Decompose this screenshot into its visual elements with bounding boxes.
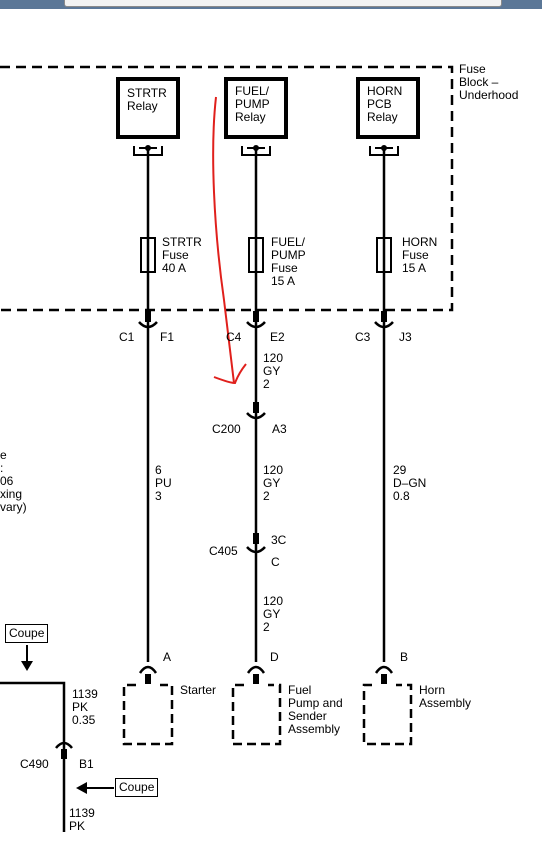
connector-c1-f1 — [138, 311, 158, 329]
connector-c405-symbol — [246, 533, 266, 554]
wire-label-fuel-3: 120 GY 2 — [263, 594, 284, 634]
device-box-horn — [362, 683, 413, 746]
connector-a3-label: A3 — [272, 422, 287, 436]
browser-toolbar — [0, 0, 542, 9]
connector-c405-pin-3c: 3C — [271, 533, 287, 547]
relay-fuel-pump: FUEL/ PUMP Relay — [224, 77, 288, 139]
pin-starter-a — [138, 665, 158, 684]
coupe-tag-1: Coupe — [5, 624, 49, 643]
device-starter-label: Starter — [180, 683, 217, 697]
connector-c200-label: C200 — [212, 422, 241, 436]
wire-label-horn: 29 D–GN 0.8 — [393, 463, 427, 503]
fuse-strtr-label: STRTR Fuse 40 A — [162, 235, 202, 275]
wire-label-fuel-2: 120 GY 2 — [263, 463, 284, 503]
wire-left-1139 — [0, 681, 66, 832]
connector-f1-label: F1 — [160, 330, 175, 344]
connector-c4-e2 — [246, 311, 266, 329]
device-fuel-pump-label: Fuel Pump and Sender Assembly — [288, 683, 343, 736]
device-starter-pin: A — [163, 650, 172, 664]
connector-c3-label: C3 — [355, 330, 371, 344]
device-horn-label: Horn Assembly — [419, 683, 472, 710]
left-partial-text: e : 06 xing vary) — [0, 448, 27, 514]
connector-c405-label: C405 — [209, 544, 238, 558]
pin-horn-b — [374, 665, 394, 684]
wire-label-left-2: 1139 PK — [69, 806, 95, 833]
device-horn-pin: B — [400, 650, 409, 664]
connector-c3-j3 — [374, 311, 394, 329]
fuse-horn-label: HORN Fuse 15 A — [402, 235, 438, 275]
relay-strtr: STRTR Relay — [116, 77, 180, 139]
connector-c405-pin-c: C — [271, 555, 280, 569]
coupe-arrow-2-head — [76, 782, 87, 794]
connector-j3-label: J3 — [399, 330, 412, 344]
fuse-fuel-pump-label: FUEL/ PUMP Fuse 15 A — [271, 235, 306, 288]
device-fuel-pump-pin: D — [270, 650, 279, 664]
connector-b1-label: B1 — [79, 757, 94, 771]
connector-e2-label: E2 — [270, 330, 285, 344]
connector-c1-label: C1 — [119, 330, 135, 344]
connector-c490-symbol — [55, 741, 73, 759]
wire-label-left-1: 1139 PK 0.35 — [72, 687, 98, 727]
connector-c490-label: C490 — [20, 757, 49, 771]
address-bar[interactable] — [64, 0, 502, 7]
coupe-tag-2: Coupe — [115, 778, 159, 797]
device-box-starter — [122, 683, 174, 746]
relay-horn: HORN PCB Relay — [356, 77, 420, 139]
connector-c200-symbol — [246, 402, 266, 420]
wire-label-fuel-1: 120 GY 2 — [263, 351, 284, 391]
connector-c4-label: C4 — [226, 330, 242, 344]
pin-fuel-pump-d — [246, 665, 266, 684]
coupe-arrow-1-head — [21, 661, 33, 671]
device-box-fuel-pump — [231, 683, 282, 746]
red-annotation-arrow — [212, 96, 235, 384]
fuse-block-label: Fuse Block – Underhood — [459, 62, 519, 102]
red-annotation-arrowhead — [213, 363, 247, 385]
wire-label-starter: 6 PU 3 — [155, 463, 172, 503]
